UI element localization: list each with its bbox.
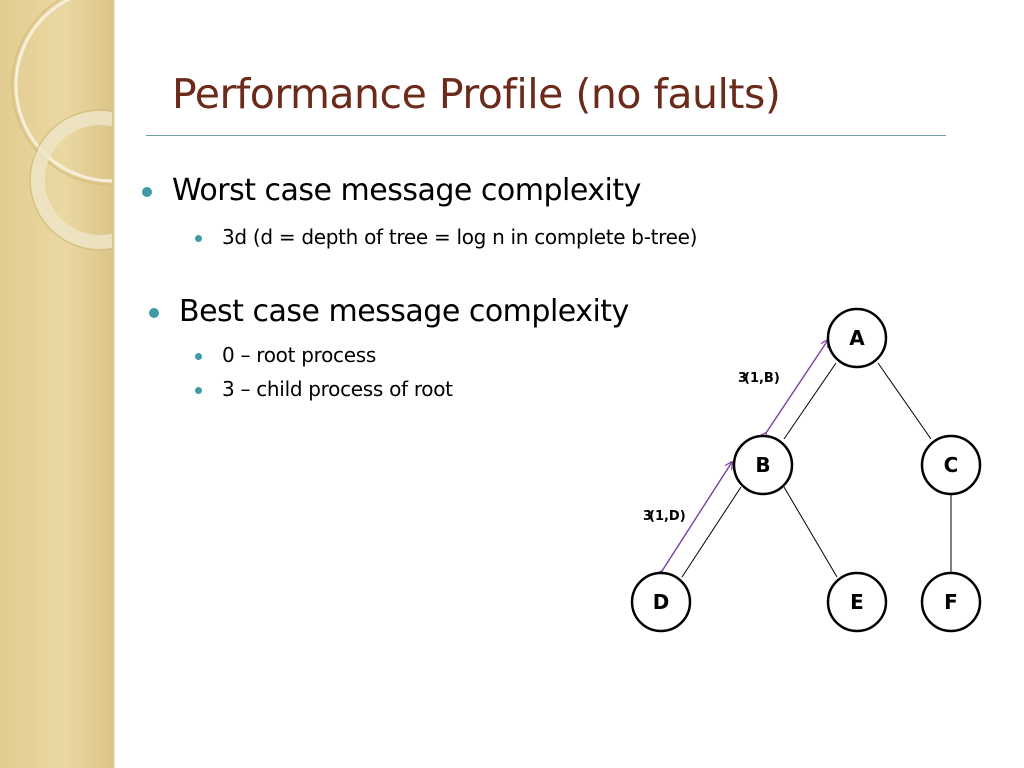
tree-edge-a-b [783, 362, 837, 440]
edge-label-b-d-message: (1,D) [649, 509, 686, 524]
sub-bullet-root-process: 0 – root process [222, 343, 376, 367]
sidebar-edge [112, 0, 115, 768]
sub-bullet-worst-case-depth: 3d (d = depth of tree = log n in complet… [222, 225, 698, 249]
edge-label-a-b-count: 3 [738, 371, 747, 386]
node-label-f: F [944, 590, 958, 614]
node-label-e: E [850, 590, 864, 614]
sub-bullet-marker [195, 353, 202, 360]
tree-node-a: A [826, 307, 888, 369]
node-label-a: A [849, 326, 865, 350]
title-divider [146, 135, 946, 136]
tree-node-f: F [920, 571, 982, 633]
bullet-marker [142, 187, 152, 197]
edge-label-a-b-message: (1,B) [744, 371, 780, 386]
message-arrow-a-b [766, 340, 828, 433]
decorative-sidebar [0, 0, 114, 768]
bullet-marker [149, 308, 159, 318]
sub-bullet-marker [195, 387, 202, 394]
tree-node-e: E [826, 571, 888, 633]
slide-title: Performance Profile (no faults) [172, 70, 781, 118]
tree-edge-b-d [681, 486, 742, 578]
node-label-d: D [653, 590, 670, 614]
tree-node-d: D [630, 571, 692, 633]
tree-edge-b-e [783, 486, 838, 578]
bullet-best-case: Best case message complexity [179, 294, 629, 329]
tree-node-b: B [732, 434, 794, 496]
message-arrow-b-d [662, 462, 732, 571]
sub-bullet-marker [195, 235, 202, 242]
sub-bullet-child-process: 3 – child process of root [222, 377, 453, 401]
bullet-worst-case: Worst case message complexity [172, 173, 641, 208]
edge-label-b-d-count: 3 [643, 509, 652, 524]
node-label-c: C [944, 453, 959, 477]
tree-node-c: C [920, 434, 982, 496]
tree-edge-a-c [877, 362, 932, 440]
node-label-b: B [755, 453, 770, 477]
